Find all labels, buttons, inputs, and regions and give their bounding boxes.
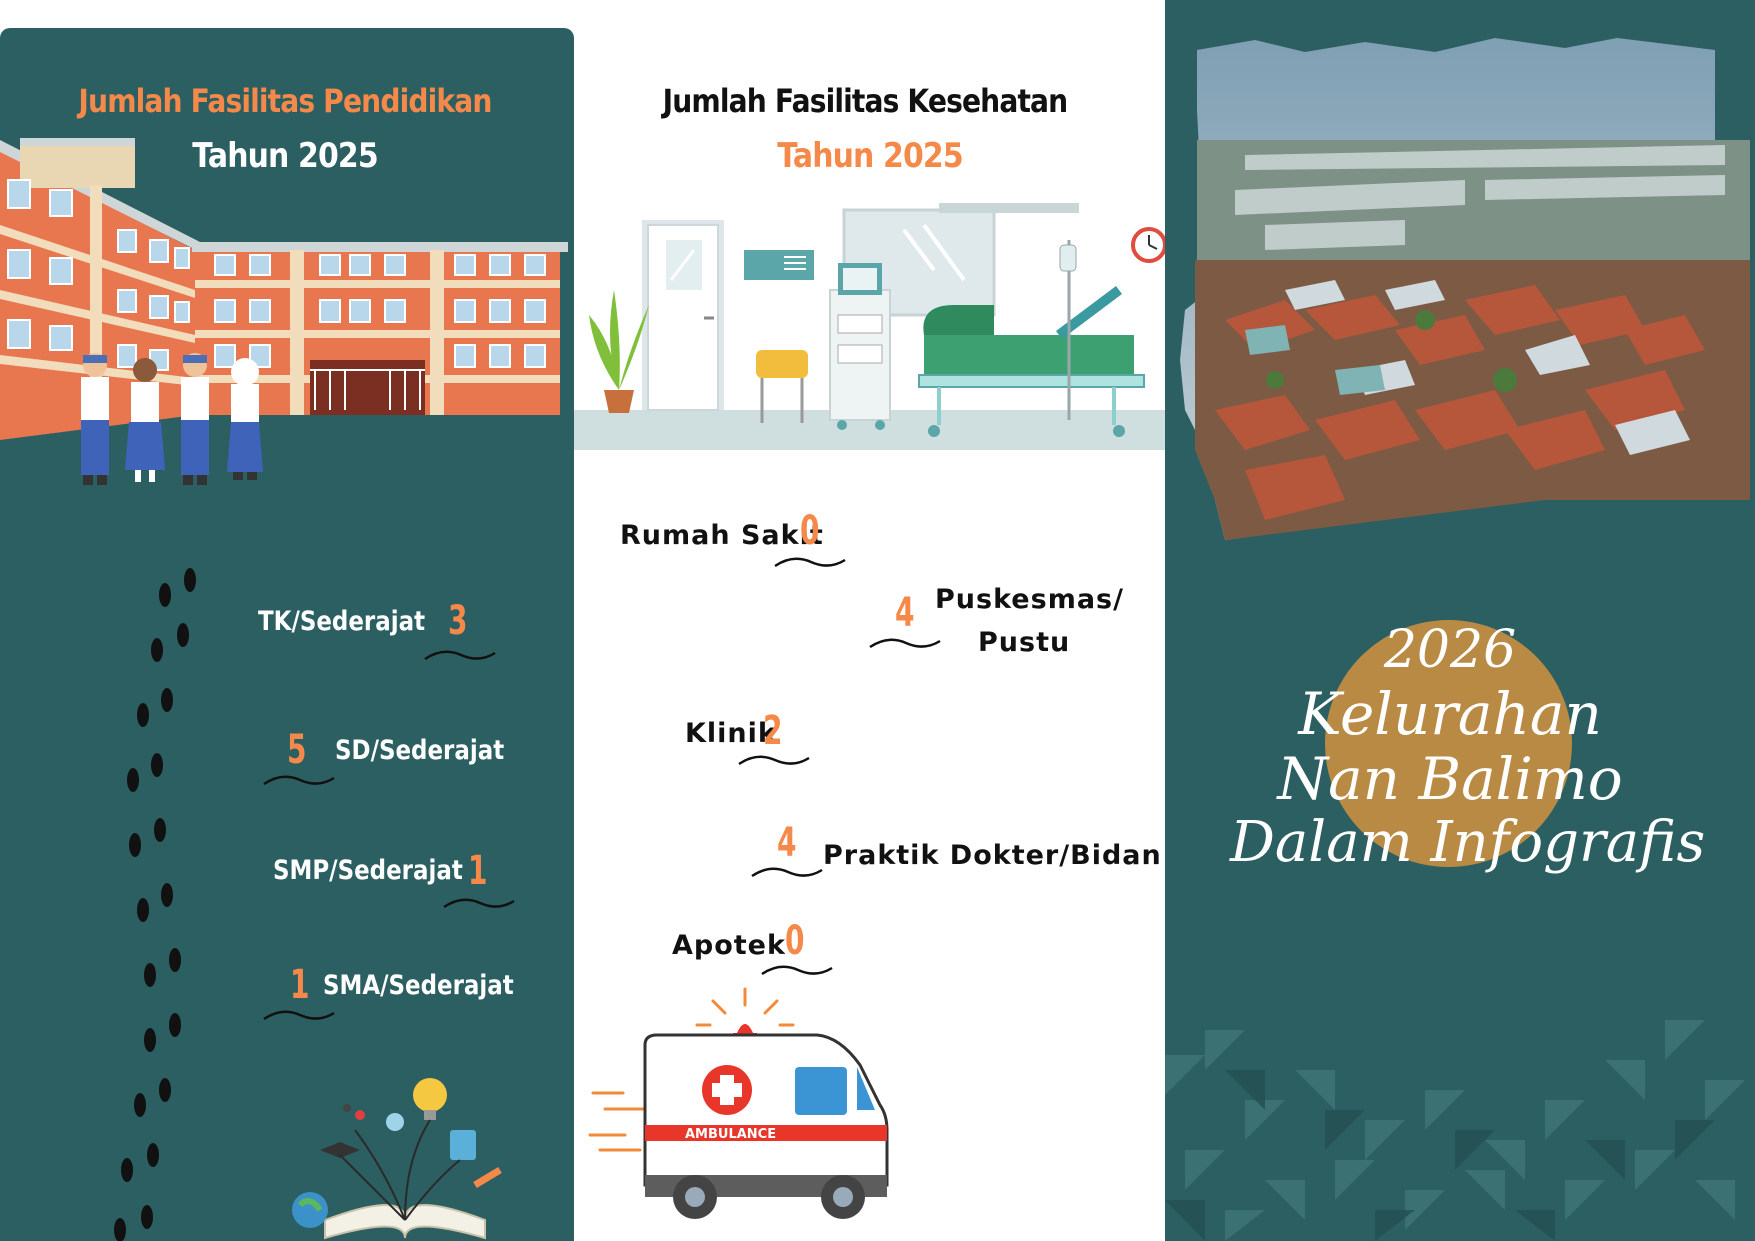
edu-value-smp: 1: [468, 848, 488, 894]
underline-squiggle: [774, 557, 846, 568]
triangle-pattern-decoration: [1165, 1020, 1745, 1241]
health-label-pustu: Pustu: [978, 627, 1071, 658]
underline-squiggle: [761, 965, 833, 976]
edu-label-tk: TK/Sederajat: [258, 606, 426, 637]
underline-squiggle: [263, 1010, 335, 1021]
ambulance-illustration: AMBULANCE: [588, 987, 889, 1219]
edu-label-sma: SMA/Sederajat: [323, 970, 514, 1001]
cover-year: 2026: [1383, 620, 1517, 680]
cover-line-infografis: Dalam Infografis: [1230, 810, 1706, 875]
underline-squiggle: [738, 755, 810, 766]
underline-squiggle: [263, 775, 335, 786]
footprints-decoration: [114, 568, 196, 1241]
health-value-praktik: 4: [777, 820, 797, 866]
underline-squiggle: [869, 638, 941, 649]
education-title: Jumlah Fasilitas Pendidikan: [78, 82, 492, 120]
open-book-illustration: [292, 1078, 502, 1240]
health-label-praktik: Praktik Dokter/Bidan: [823, 840, 1162, 871]
health-year: Tahun 2025: [777, 136, 963, 176]
health-label-klinik: Klinik: [685, 718, 777, 749]
health-label-rumah-sakit: Rumah Sakit: [620, 520, 824, 551]
education-year: Tahun 2025: [192, 136, 378, 176]
health-label-puskesmas: Puskesmas/: [935, 584, 1124, 615]
underline-squiggle: [751, 867, 823, 878]
cover-line-name: Nan Balimo: [1277, 745, 1623, 813]
gold-circle: [1325, 620, 1572, 867]
school-building-illustration: [0, 138, 568, 485]
edu-value-sd: 5: [287, 727, 307, 773]
underline-squiggle: [424, 650, 496, 661]
health-value-apotek: 0: [785, 918, 805, 964]
edu-value-tk: 3: [448, 598, 468, 644]
edu-label-sd: SD/Sederajat: [335, 735, 505, 766]
edu-value-sma: 1: [290, 962, 310, 1008]
cover-line-kelurahan: Kelurahan: [1298, 680, 1602, 748]
health-title: Jumlah Fasilitas Kesehatan: [662, 82, 1069, 120]
health-label-apotek: Apotek: [672, 930, 786, 961]
health-value-puskesmas: 4: [895, 590, 915, 636]
ambulance-text: AMBULANCE: [685, 1127, 776, 1142]
health-value-klinik: 2: [763, 708, 783, 754]
underline-squiggle: [443, 898, 515, 909]
aerial-village-photo: [1180, 38, 1750, 540]
health-value-rumah-sakit: 0: [800, 508, 820, 554]
edu-label-smp: SMP/Sederajat: [273, 855, 463, 886]
hospital-room-illustration: [574, 203, 1165, 450]
